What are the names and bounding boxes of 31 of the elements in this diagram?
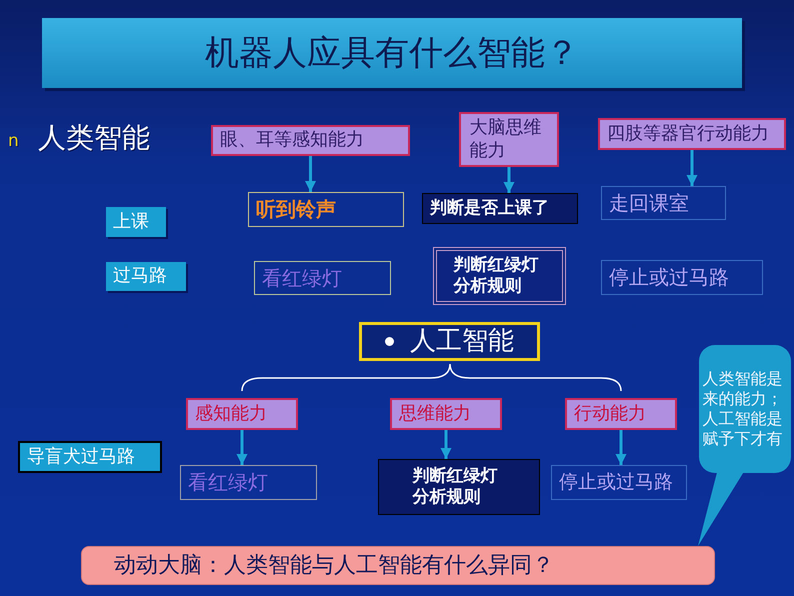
- section-heading: 人类智能: [38, 121, 150, 155]
- result-box: 停止或过马路: [601, 260, 763, 295]
- heading-text: 人工智能: [410, 325, 514, 358]
- ability-box: 大脑思维能力: [459, 112, 559, 167]
- slide-title: 机器人应具有什么智能？: [42, 18, 742, 88]
- scenario-tag: 上课: [106, 207, 166, 237]
- result-box: 看红绿灯: [180, 465, 317, 500]
- result-box: 听到铃声: [248, 192, 404, 227]
- arrow: [686, 150, 698, 186]
- arrow: [616, 430, 626, 465]
- result-box: 停止或过马路: [551, 465, 687, 500]
- result-box: 判断红绿灯分析规则: [433, 247, 566, 305]
- question-banner: 动动大脑：人类智能与人工智能有什么异同？: [81, 546, 715, 585]
- bullet-marker: n: [8, 131, 19, 152]
- ability-box: 四肢等器官行动能力: [598, 118, 786, 150]
- ability-box: 感知能力: [186, 398, 298, 430]
- arrow: [236, 430, 248, 465]
- arrow: [305, 156, 316, 192]
- ability-box: 眼、耳等感知能力: [211, 125, 410, 156]
- ability-box: 行动能力: [565, 398, 677, 430]
- arrow: [440, 430, 452, 459]
- result-box: 判断是否上课了: [422, 193, 578, 224]
- result-box: 看红绿灯: [254, 261, 391, 295]
- scenario-tag: 导盲犬过马路: [18, 441, 162, 473]
- result-box: 判断红绿灯分析规则: [378, 459, 540, 515]
- result-box: 走回课室: [601, 186, 726, 220]
- callout-text: 人类智能是来的能力；人工智能是赋予下才有: [702, 369, 784, 449]
- scenario-tag: 过马路: [106, 262, 186, 291]
- arrow: [504, 167, 514, 193]
- heading-box: [359, 322, 540, 361]
- ability-box: 思维能力: [390, 398, 502, 430]
